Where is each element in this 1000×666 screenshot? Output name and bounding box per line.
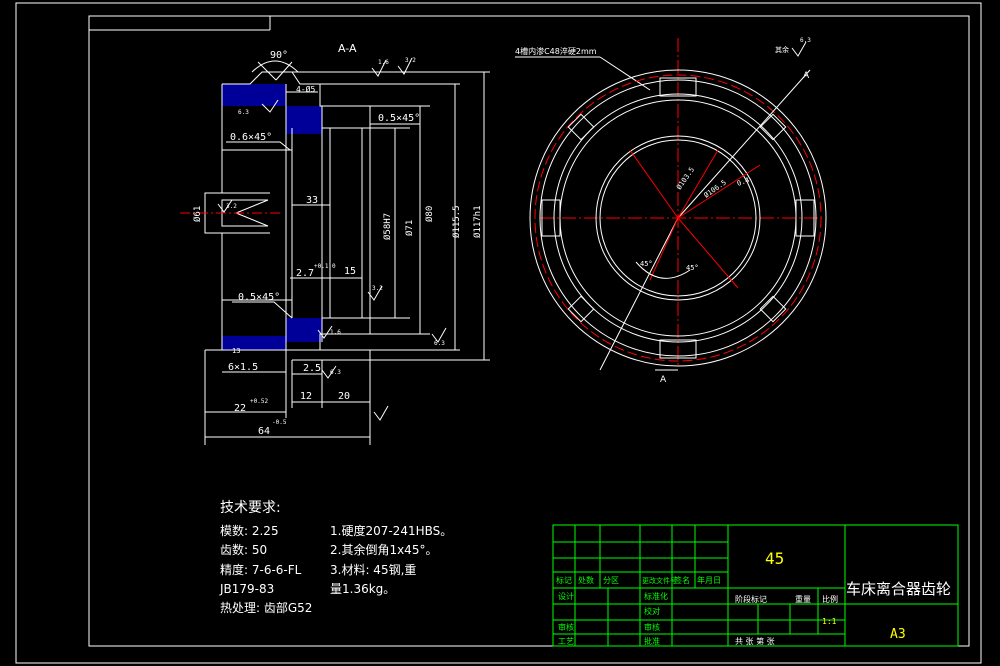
radial-note-3: 0.4 [736, 176, 751, 188]
tech-left-2: 精度: 7-6-6-FL [220, 562, 302, 577]
tech-left-3: JB179-83 [219, 582, 274, 596]
tech-requirements: 技术要求: 模数: 2.25 齿数: 50 精度: 7-6-6-FL JB179… [219, 500, 452, 615]
ra-6: 6.3 [434, 340, 445, 347]
row-label-3: 工艺 [558, 637, 574, 646]
row-label-0: 设计 [558, 591, 574, 601]
tech-right-2: 3.材料: 45钢,重 [330, 563, 416, 577]
hdr-cell-4: 签名 [674, 575, 690, 585]
material: 45 [765, 549, 784, 568]
dim-2-5: 2.5 [303, 363, 321, 374]
row-label2-1: 审核 [644, 622, 660, 632]
dim-15: 15 [344, 266, 356, 277]
dim-22-tol: +0.52 [250, 398, 268, 405]
row-label-1: 标准化 [644, 591, 668, 601]
row-label2-2: 批准 [644, 636, 660, 646]
hdr-cell-0: 标记 [556, 575, 572, 585]
ra-2: 3.2 [405, 57, 416, 64]
part-outline [204, 71, 371, 351]
dim-phi58: Ø58H7 [382, 213, 393, 240]
hdr-cell-1: 处数 [578, 575, 594, 585]
dim-chamfer-05-bot: 0.5×45° [238, 292, 280, 303]
tech-right-0: 1.硬度207-241HBS。 [330, 523, 452, 538]
section-view: A-A [180, 42, 490, 445]
dim-13: 13 [232, 347, 240, 355]
outer-border [15, 2, 982, 664]
title-block: 45 车床离合器齿轮 A3 1:1 标记 处数 分区 更改文件号 签名 年月日 … [552, 524, 959, 647]
stage-cell-1: 重量 [795, 594, 811, 604]
ra-3: 6.3 [238, 109, 249, 116]
tech-left-0: 模数: 2.25 [220, 523, 279, 538]
dim-33: 33 [306, 195, 318, 206]
ra-1: 1.6 [378, 59, 389, 66]
tech-title: 技术要求: [220, 500, 281, 516]
dim-20: 20 [338, 391, 350, 402]
tech-right-3: 量1.36kg。 [330, 582, 395, 596]
dim-22: 22 [234, 403, 246, 414]
section-label: A-A [338, 42, 357, 55]
dim-angle-90: 90° [270, 50, 288, 61]
dim-64-tol: -0.5 [272, 419, 287, 426]
dim-12: 12 [300, 391, 312, 402]
ra-7: 1.6 [330, 329, 341, 336]
dim-phi115: Ø115.5 [451, 205, 462, 238]
row-label2-0: 校对 [644, 606, 660, 616]
dim-phi71: Ø71 [404, 220, 415, 236]
hdr-cell-3: 更改文件号 [642, 576, 677, 585]
rest-roughness-label: 其余 [775, 45, 789, 54]
dim-phi80: Ø80 [424, 206, 435, 222]
row-label-2: 审核 [558, 622, 574, 632]
dim-chamfer-05-top: 0.5×45° [378, 113, 420, 124]
dim-phi117: Ø117h1 [472, 205, 483, 238]
view-marker-bottom: A [660, 375, 667, 385]
ra-4: 3.2 [226, 203, 237, 210]
stage-cell-2: 比例 [822, 594, 838, 604]
angle-45-left: 45° [640, 260, 653, 268]
dim-6x1-5: 6×1.5 [228, 362, 258, 373]
note-teeth: 4槽内渗C48淬硬2mm [515, 46, 597, 56]
ra-8: 6.3 [330, 369, 341, 376]
dim-phi61: Ø61 [192, 206, 203, 222]
dim-64: 64 [258, 426, 270, 437]
dim-2-7-tol: +0.1 0 [314, 263, 336, 270]
scale: 1:1 [822, 617, 837, 626]
hatch-region [222, 84, 322, 350]
dim-chamfer-06: 0.6×45° [230, 132, 272, 143]
ra-5: 3.2 [372, 285, 383, 292]
tech-left-4: 热处理: 齿部G52 [220, 600, 312, 615]
svg-text:6.3: 6.3 [800, 37, 811, 44]
dim-4-phi5: 4-Ø5 [296, 84, 315, 94]
dim-2-7: 2.7 [296, 268, 314, 279]
sheets: 共 张 第 张 [735, 636, 775, 646]
view-marker-top: A [803, 71, 810, 81]
tech-right-1: 2.其余倒角1x45°。 [330, 542, 437, 557]
angle-45-right: 45° [686, 264, 699, 272]
sheet-size: A3 [890, 627, 906, 642]
inner-border [88, 15, 970, 647]
hdr-cell-2: 分区 [603, 576, 619, 585]
radial-note-2: Ø106.5 [703, 179, 728, 200]
part-name: 车床离合器齿轮 [846, 580, 951, 598]
front-view: 4槽内渗C48淬硬2mm 其余 6.3 [515, 37, 827, 385]
hdr-cell-5: 年月日 [697, 575, 721, 585]
tech-left-1: 齿数: 50 [220, 542, 267, 557]
stage-cell-0: 阶段标记 [735, 594, 767, 604]
